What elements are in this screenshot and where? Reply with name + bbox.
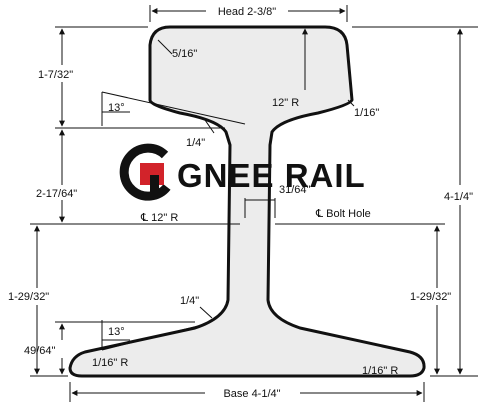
base-height-right-label: 1-29/32" <box>410 291 451 303</box>
base-height-right-dimension <box>275 223 445 375</box>
brand-name: GNEE RAIL <box>177 157 366 194</box>
overall-height-label: 4-1/4" <box>444 191 473 203</box>
upper-fillet-leader <box>204 119 215 134</box>
left-dimensions <box>30 26 240 377</box>
lower-fillet-label: 1/4" <box>180 295 199 307</box>
base-left-radius-label: 1/16" R <box>92 357 128 369</box>
web-radius-label: ℄ 12" R <box>140 212 178 224</box>
base-width-dimension <box>69 382 425 402</box>
overall-height-dimension <box>352 26 478 377</box>
head-edge-leader <box>347 99 355 107</box>
lower-angle-label: 13° <box>108 326 125 338</box>
base-right-radius-label: 1/16" R <box>362 365 398 377</box>
head-corner-leader <box>157 39 173 55</box>
head-width-dimension <box>149 5 348 22</box>
head-top-radius-label: 12" R <box>272 97 299 109</box>
web-thickness-dimension <box>244 198 276 218</box>
head-depth-label: 1-7/32" <box>38 69 73 81</box>
web-height-label: 2-17/64" <box>36 188 77 200</box>
head-edge-radius-label: 1/16" <box>354 107 379 119</box>
lower-fillet-leader <box>199 306 213 319</box>
g-letter-logo-icon <box>119 143 171 201</box>
head-corner-radius-label: 5/16" <box>172 48 197 60</box>
base-edge-label: 49/64" <box>24 345 56 357</box>
base-width-label: Base 4-1/4" <box>223 388 280 400</box>
head-width-label: Head 2-3/8" <box>218 6 276 18</box>
base-height-left-label: 1-29/32" <box>8 291 49 303</box>
upper-angle-label: 13° <box>108 102 125 114</box>
bolt-hole-label: ℄ Bolt Hole <box>315 208 371 220</box>
web-thickness-label: 31/64" <box>279 184 311 196</box>
upper-fillet-label: 1/4" <box>186 137 205 149</box>
rail-section-outline <box>68 25 426 378</box>
lower-angle-lines <box>101 320 199 351</box>
upper-angle-lines <box>101 91 246 126</box>
